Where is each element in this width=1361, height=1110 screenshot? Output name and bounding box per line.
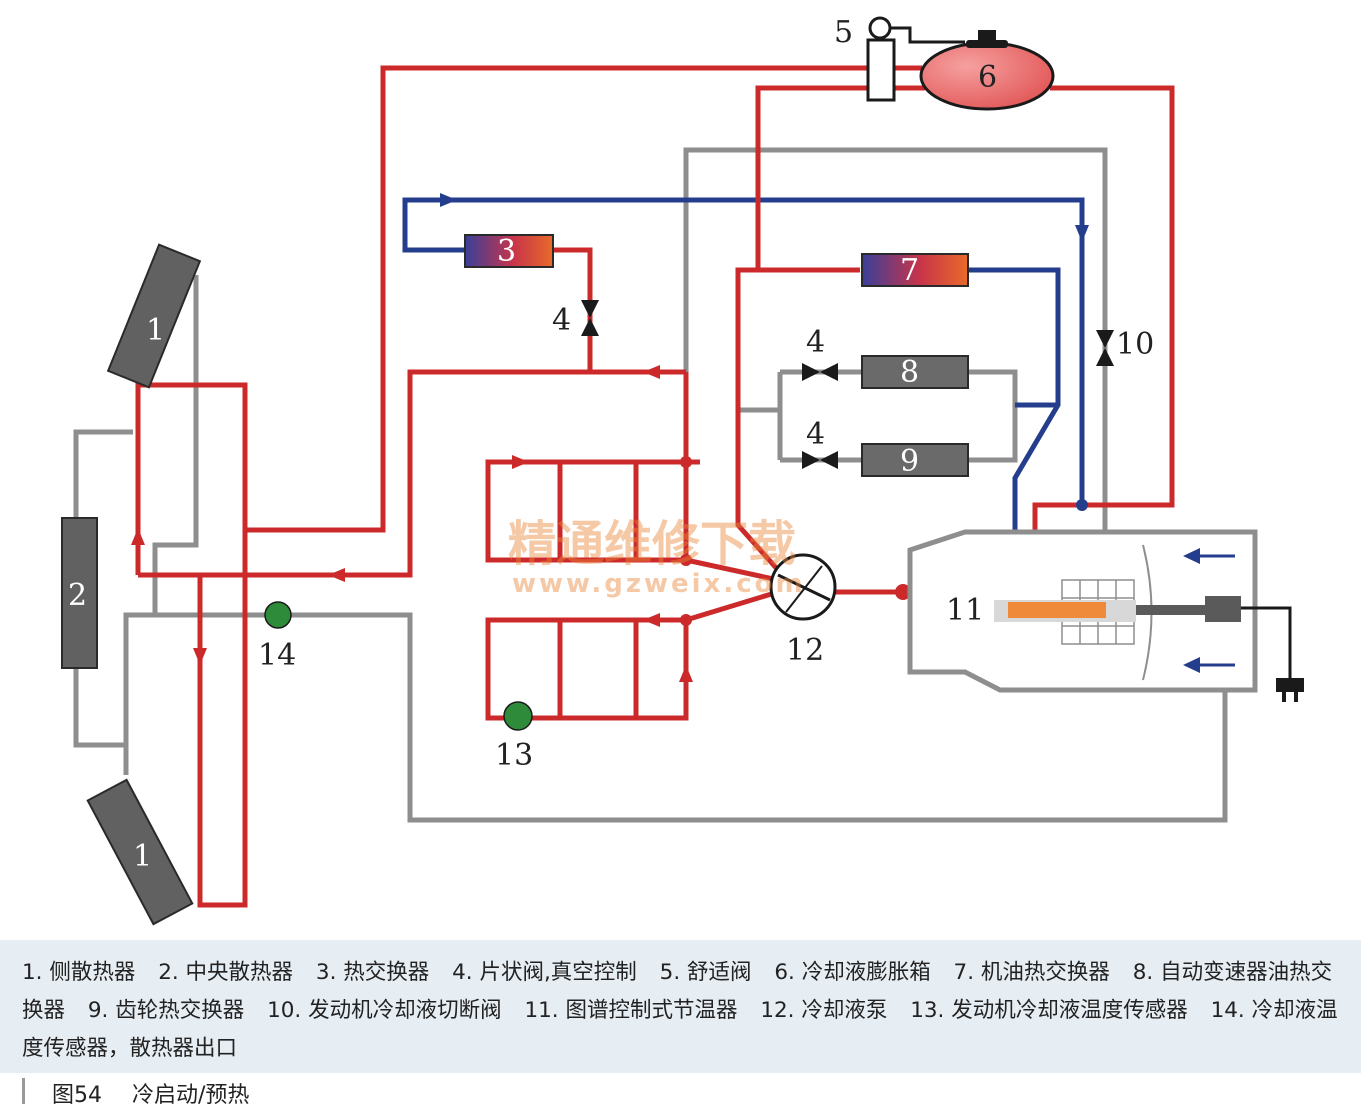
watermark-cn: 精通维修下载 bbox=[508, 516, 796, 572]
label-1-bottom: 1 bbox=[133, 839, 152, 874]
label-8: 8 bbox=[900, 355, 919, 390]
heat-exchanger-3: 3 bbox=[464, 234, 554, 269]
label-12: 12 bbox=[786, 633, 824, 668]
watermark-url: www.gzweix.com bbox=[512, 569, 806, 599]
legend: 1. 侧散热器 2. 中央散热器 3. 热交换器 4. 片状阀,真空控制 5. … bbox=[0, 940, 1361, 1073]
central-radiator: 2 bbox=[61, 517, 98, 669]
legend-item: 10. 发动机冷却液切断阀 bbox=[267, 998, 502, 1023]
legend-item: 7. 机油热交换器 bbox=[953, 960, 1110, 985]
figure-caption-row: 图54 冷启动/预热 bbox=[0, 1073, 1361, 1110]
label-2: 2 bbox=[68, 578, 87, 613]
map-controlled-thermostat bbox=[907, 529, 1304, 702]
radiator-outlet-temp-sensor bbox=[264, 601, 292, 629]
vacuum-valve-top bbox=[581, 300, 599, 336]
legend-item: 9. 齿轮热交换器 bbox=[87, 998, 245, 1023]
cold-lines bbox=[402, 197, 1085, 530]
engine-coolant-temp-sensor bbox=[503, 701, 533, 731]
label-13: 13 bbox=[495, 738, 533, 773]
coolant-expansion-tank: 6 bbox=[919, 30, 1055, 111]
side-radiator-bottom: 1 bbox=[86, 778, 194, 926]
label-11: 11 bbox=[946, 593, 984, 628]
legend-item: 13. 发动机冷却液温度传感器 bbox=[910, 998, 1188, 1023]
side-radiator-top: 1 bbox=[106, 243, 202, 389]
gear-heat-exchanger: 9 bbox=[861, 443, 969, 479]
label-10: 10 bbox=[1116, 327, 1154, 362]
legend-item: 4. 片状阀,真空控制 bbox=[452, 960, 637, 985]
legend-item: 14. 冷却液温度传感器，散热器出口 bbox=[22, 998, 1338, 1061]
legend-item: 6. 冷却液膨胀箱 bbox=[774, 960, 931, 985]
legend-item: 11. 图谱控制式节温器 bbox=[524, 998, 738, 1023]
legend-item: 2. 中央散热器 bbox=[158, 960, 294, 985]
cooling-circuit-diagram: 1 1 2 3 7 8 9 4 4 4 bbox=[61, 15, 1304, 926]
label-4-top: 4 bbox=[552, 303, 571, 338]
flow-arrows-hot bbox=[131, 365, 693, 682]
figure-title: 冷启动/预热 bbox=[132, 1083, 250, 1108]
vacuum-valve-mid bbox=[802, 363, 838, 381]
coolant-shutoff-valve bbox=[1096, 330, 1114, 366]
legend-item: 8. 自动变速器油热交换器 bbox=[22, 960, 1333, 1023]
label-1-top: 1 bbox=[146, 313, 165, 348]
label-7: 7 bbox=[900, 253, 919, 288]
oil-heat-exchanger: 7 bbox=[861, 253, 969, 288]
legend-item: 5. 舒适阀 bbox=[659, 960, 752, 985]
label-4-mid: 4 bbox=[806, 325, 825, 360]
figure-caption: 图54 冷启动/预热 bbox=[52, 1077, 279, 1109]
vacuum-valve-low bbox=[802, 451, 838, 469]
atf-heat-exchanger: 8 bbox=[861, 355, 969, 390]
label-6: 6 bbox=[978, 60, 997, 95]
junction-dots bbox=[680, 456, 911, 626]
hot-lines bbox=[135, 65, 1175, 908]
label-5: 5 bbox=[834, 15, 853, 50]
figure-number: 图54 bbox=[52, 1083, 102, 1108]
legend-item: 1. 侧散热器 bbox=[22, 960, 136, 985]
label-14: 14 bbox=[258, 638, 296, 673]
label-4-low: 4 bbox=[806, 417, 825, 452]
legend-item: 3. 热交换器 bbox=[315, 960, 430, 985]
coolant-pump bbox=[769, 553, 837, 621]
label-3: 3 bbox=[497, 234, 516, 269]
flow-arrows-cold bbox=[440, 193, 1089, 511]
caption-marker bbox=[22, 1078, 25, 1104]
comfort-valve bbox=[866, 16, 965, 102]
label-9: 9 bbox=[900, 444, 919, 479]
legend-item: 12. 冷却液泵 bbox=[760, 998, 888, 1023]
